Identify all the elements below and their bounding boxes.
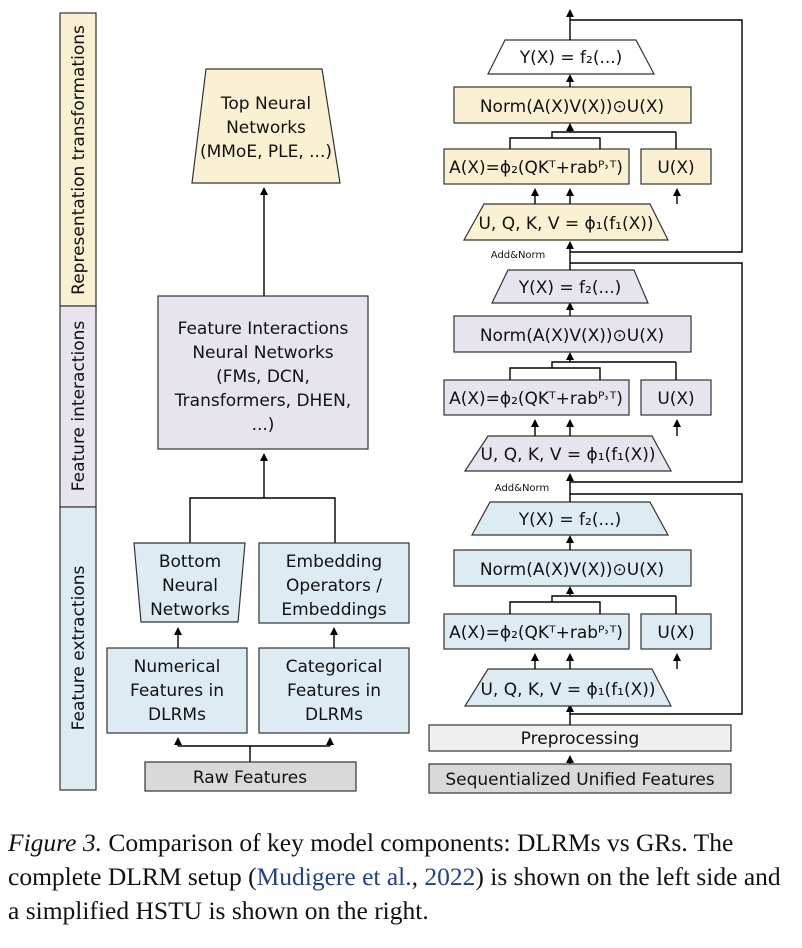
attn-box-3	[443, 148, 630, 185]
residual-3	[570, 19, 743, 253]
categorical-line-2: Features in	[287, 681, 381, 701]
side-category-bars: Representation transformations Feature i…	[59, 12, 97, 791]
u-label-2: U(X)	[657, 389, 694, 409]
attn-box-1	[443, 613, 630, 650]
embedding-line-3: Embeddings	[281, 600, 386, 620]
residual-1	[570, 493, 743, 715]
dlrm-diagram: Top Neural Networks (MMoE, PLE, ...) Fea…	[106, 68, 410, 792]
uqkv-label-2: U, Q, K, V = ϕ₁(f₁(X))	[480, 445, 655, 465]
feature-interactions-box	[157, 295, 369, 450]
attn-label-1: A(X)=ϕ₂(QKᵀ+rabᴾ˒ᵀ)	[449, 623, 623, 643]
merge-to-norm-3	[551, 131, 676, 138]
numerical-line-2: Features in	[130, 681, 224, 701]
norm-box-2	[453, 315, 692, 353]
residual-2	[570, 262, 743, 483]
merge-to-norm-2	[551, 361, 676, 368]
attn-label-2: A(X)=ϕ₂(QKᵀ+rabᴾ˒ᵀ)	[449, 389, 623, 409]
fi-line-4: Transformers, DHEN,	[174, 391, 351, 411]
embedding-line-2: Operators /	[286, 576, 382, 596]
embedding-line-1: Embedding	[286, 552, 382, 572]
representation-bar	[59, 12, 97, 307]
attn-merge-3	[509, 137, 601, 149]
uqkv-box-3	[462, 203, 669, 241]
add-norm-label-2: Add&Norm	[491, 250, 545, 261]
architecture-diagram: Representation transformations Feature i…	[59, 9, 743, 794]
fi-line-1: Feature Interactions	[178, 319, 349, 339]
u-box-1	[640, 613, 712, 650]
interaction-bar	[59, 305, 97, 508]
u-label-3: U(X)	[657, 158, 694, 178]
categorical-features-box	[258, 647, 410, 734]
interaction-label: Feature interactions	[69, 321, 89, 492]
embedding-box	[258, 542, 410, 624]
add-norm-label-1: Add&Norm	[495, 483, 549, 494]
hstu-layer-1: U, Q, K, V = ϕ₁(f₁(X)) A(X)=ϕ₂(QKᵀ+rabᴾ˒…	[443, 473, 743, 725]
attn-merge-2	[509, 367, 601, 380]
caption-figure-number: Figure 3.	[8, 828, 102, 857]
merge-connector	[189, 497, 336, 543]
bottom-neural-networks-box	[133, 542, 246, 623]
numerical-features-box	[106, 647, 248, 734]
categorical-line-3: DLRMs	[305, 705, 363, 725]
top-neural-networks-box	[191, 68, 341, 184]
preprocessing-box	[428, 724, 732, 752]
citation-author-link[interactable]: Mudigere et al.	[256, 862, 412, 891]
top-nn-line-3: (MMoE, PLE, ...)	[200, 142, 332, 162]
caption-text-2: ) is shown on the left side and a simpli…	[8, 862, 781, 925]
uqkv-box-2	[463, 435, 673, 472]
sequentialized-features-label: Sequentialized Unified Features	[445, 770, 714, 790]
hstu-diagram: Sequentialized Unified Features Preproce…	[428, 9, 743, 794]
citation-year-link[interactable]: 2022	[424, 862, 476, 891]
bottom-nn-line-3: Networks	[150, 600, 230, 620]
bottom-nn-line-2: Neural	[162, 576, 218, 596]
y-box-1	[470, 501, 670, 536]
attn-label-3: A(X)=ϕ₂(QKᵀ+rabᴾ˒ᵀ)	[449, 158, 623, 178]
norm-box-1	[453, 549, 692, 587]
fi-line-3: (FMs, DCN,	[216, 367, 310, 387]
attn-box-2	[443, 379, 630, 416]
merge-to-norm-1	[551, 595, 676, 602]
uqkv-box-1	[463, 668, 672, 707]
attn-merge-1	[509, 601, 601, 614]
y-label-2: Y(X) = f₂(...)	[518, 278, 622, 298]
y-label-1: Y(X) = f₂(...)	[518, 510, 622, 530]
caption-comma: ,	[411, 862, 425, 891]
representation-label: Representation transformations	[69, 25, 89, 295]
raw-features-label: Raw Features	[193, 768, 307, 788]
numerical-line-1: Numerical	[134, 657, 221, 677]
categorical-line-1: Categorical	[286, 657, 383, 677]
uqkv-label-3: U, Q, K, V = ϕ₁(f₁(X))	[478, 214, 653, 234]
raw-features-box	[144, 761, 357, 792]
figure-caption: Figure 3. Comparison of key model compon…	[8, 826, 798, 928]
fi-line-2: Neural Networks	[192, 343, 333, 363]
u-box-2	[640, 379, 712, 416]
u-label-1: U(X)	[657, 623, 694, 643]
caption-text-1: Comparison of key model components: DLRM…	[8, 828, 734, 891]
hstu-layer-3: U, Q, K, V = ϕ₁(f₁(X)) A(X)=ϕ₂(QKᵀ+rabᴾ˒…	[443, 9, 743, 253]
uqkv-label-1: U, Q, K, V = ϕ₁(f₁(X))	[480, 680, 655, 700]
bottom-nn-line-1: Bottom	[159, 552, 221, 572]
extraction-label: Feature extractions	[69, 566, 89, 731]
norm-label-1: Norm(A(X)V(X))⊙U(X)	[480, 560, 664, 580]
u-box-3	[640, 148, 712, 185]
numerical-line-3: DLRMs	[148, 705, 206, 725]
preprocessing-label: Preprocessing	[521, 729, 640, 749]
top-nn-line-1: Top Neural	[220, 94, 311, 114]
extraction-bar	[59, 506, 97, 791]
norm-label-3: Norm(A(X)V(X))⊙U(X)	[480, 97, 664, 117]
fi-line-5: ...)	[252, 415, 275, 435]
top-nn-line-2: Networks	[226, 118, 306, 138]
y-label-3: Y(X) = f₂(...)	[519, 48, 623, 68]
y-box-3	[487, 39, 655, 75]
sequentialized-features-box	[428, 763, 732, 794]
hstu-layer-2: U, Q, K, V = ϕ₁(f₁(X)) A(X)=ϕ₂(QKᵀ+rabᴾ˒…	[443, 241, 743, 483]
norm-box-3	[453, 86, 692, 124]
y-box-2	[491, 269, 649, 304]
norm-label-2: Norm(A(X)V(X))⊙U(X)	[480, 326, 664, 346]
